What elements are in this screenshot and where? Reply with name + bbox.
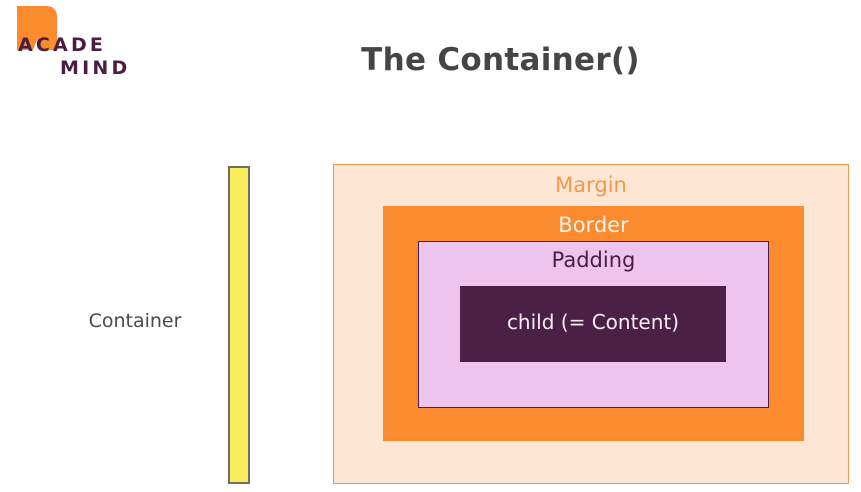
border-box: Border Padding child (= Content): [383, 206, 804, 441]
bookmark-mark-icon: [17, 6, 57, 50]
container-label: Container: [88, 310, 182, 332]
page-title-text: The Container(): [361, 42, 640, 78]
padding-box: Padding child (= Content): [418, 241, 769, 408]
content-label: child (= Content): [506, 310, 680, 334]
logo-line-mind: MIND: [60, 57, 131, 79]
margin-box: Margin Border Padding child (= Content): [333, 164, 849, 484]
content-box: child (= Content): [460, 286, 726, 362]
border-label: Border: [558, 213, 629, 237]
container-bar: [228, 166, 250, 484]
bookmark-mark-svg: [17, 6, 57, 50]
padding-label: Padding: [551, 248, 636, 272]
logo-line-acade: ACADE: [18, 34, 107, 56]
margin-label: Margin: [555, 173, 627, 197]
academind-wordmark: ACADE MIND: [12, 34, 162, 82]
academind-logo: ACADE MIND: [12, 4, 162, 80]
page-title: The Container(): [0, 42, 861, 78]
